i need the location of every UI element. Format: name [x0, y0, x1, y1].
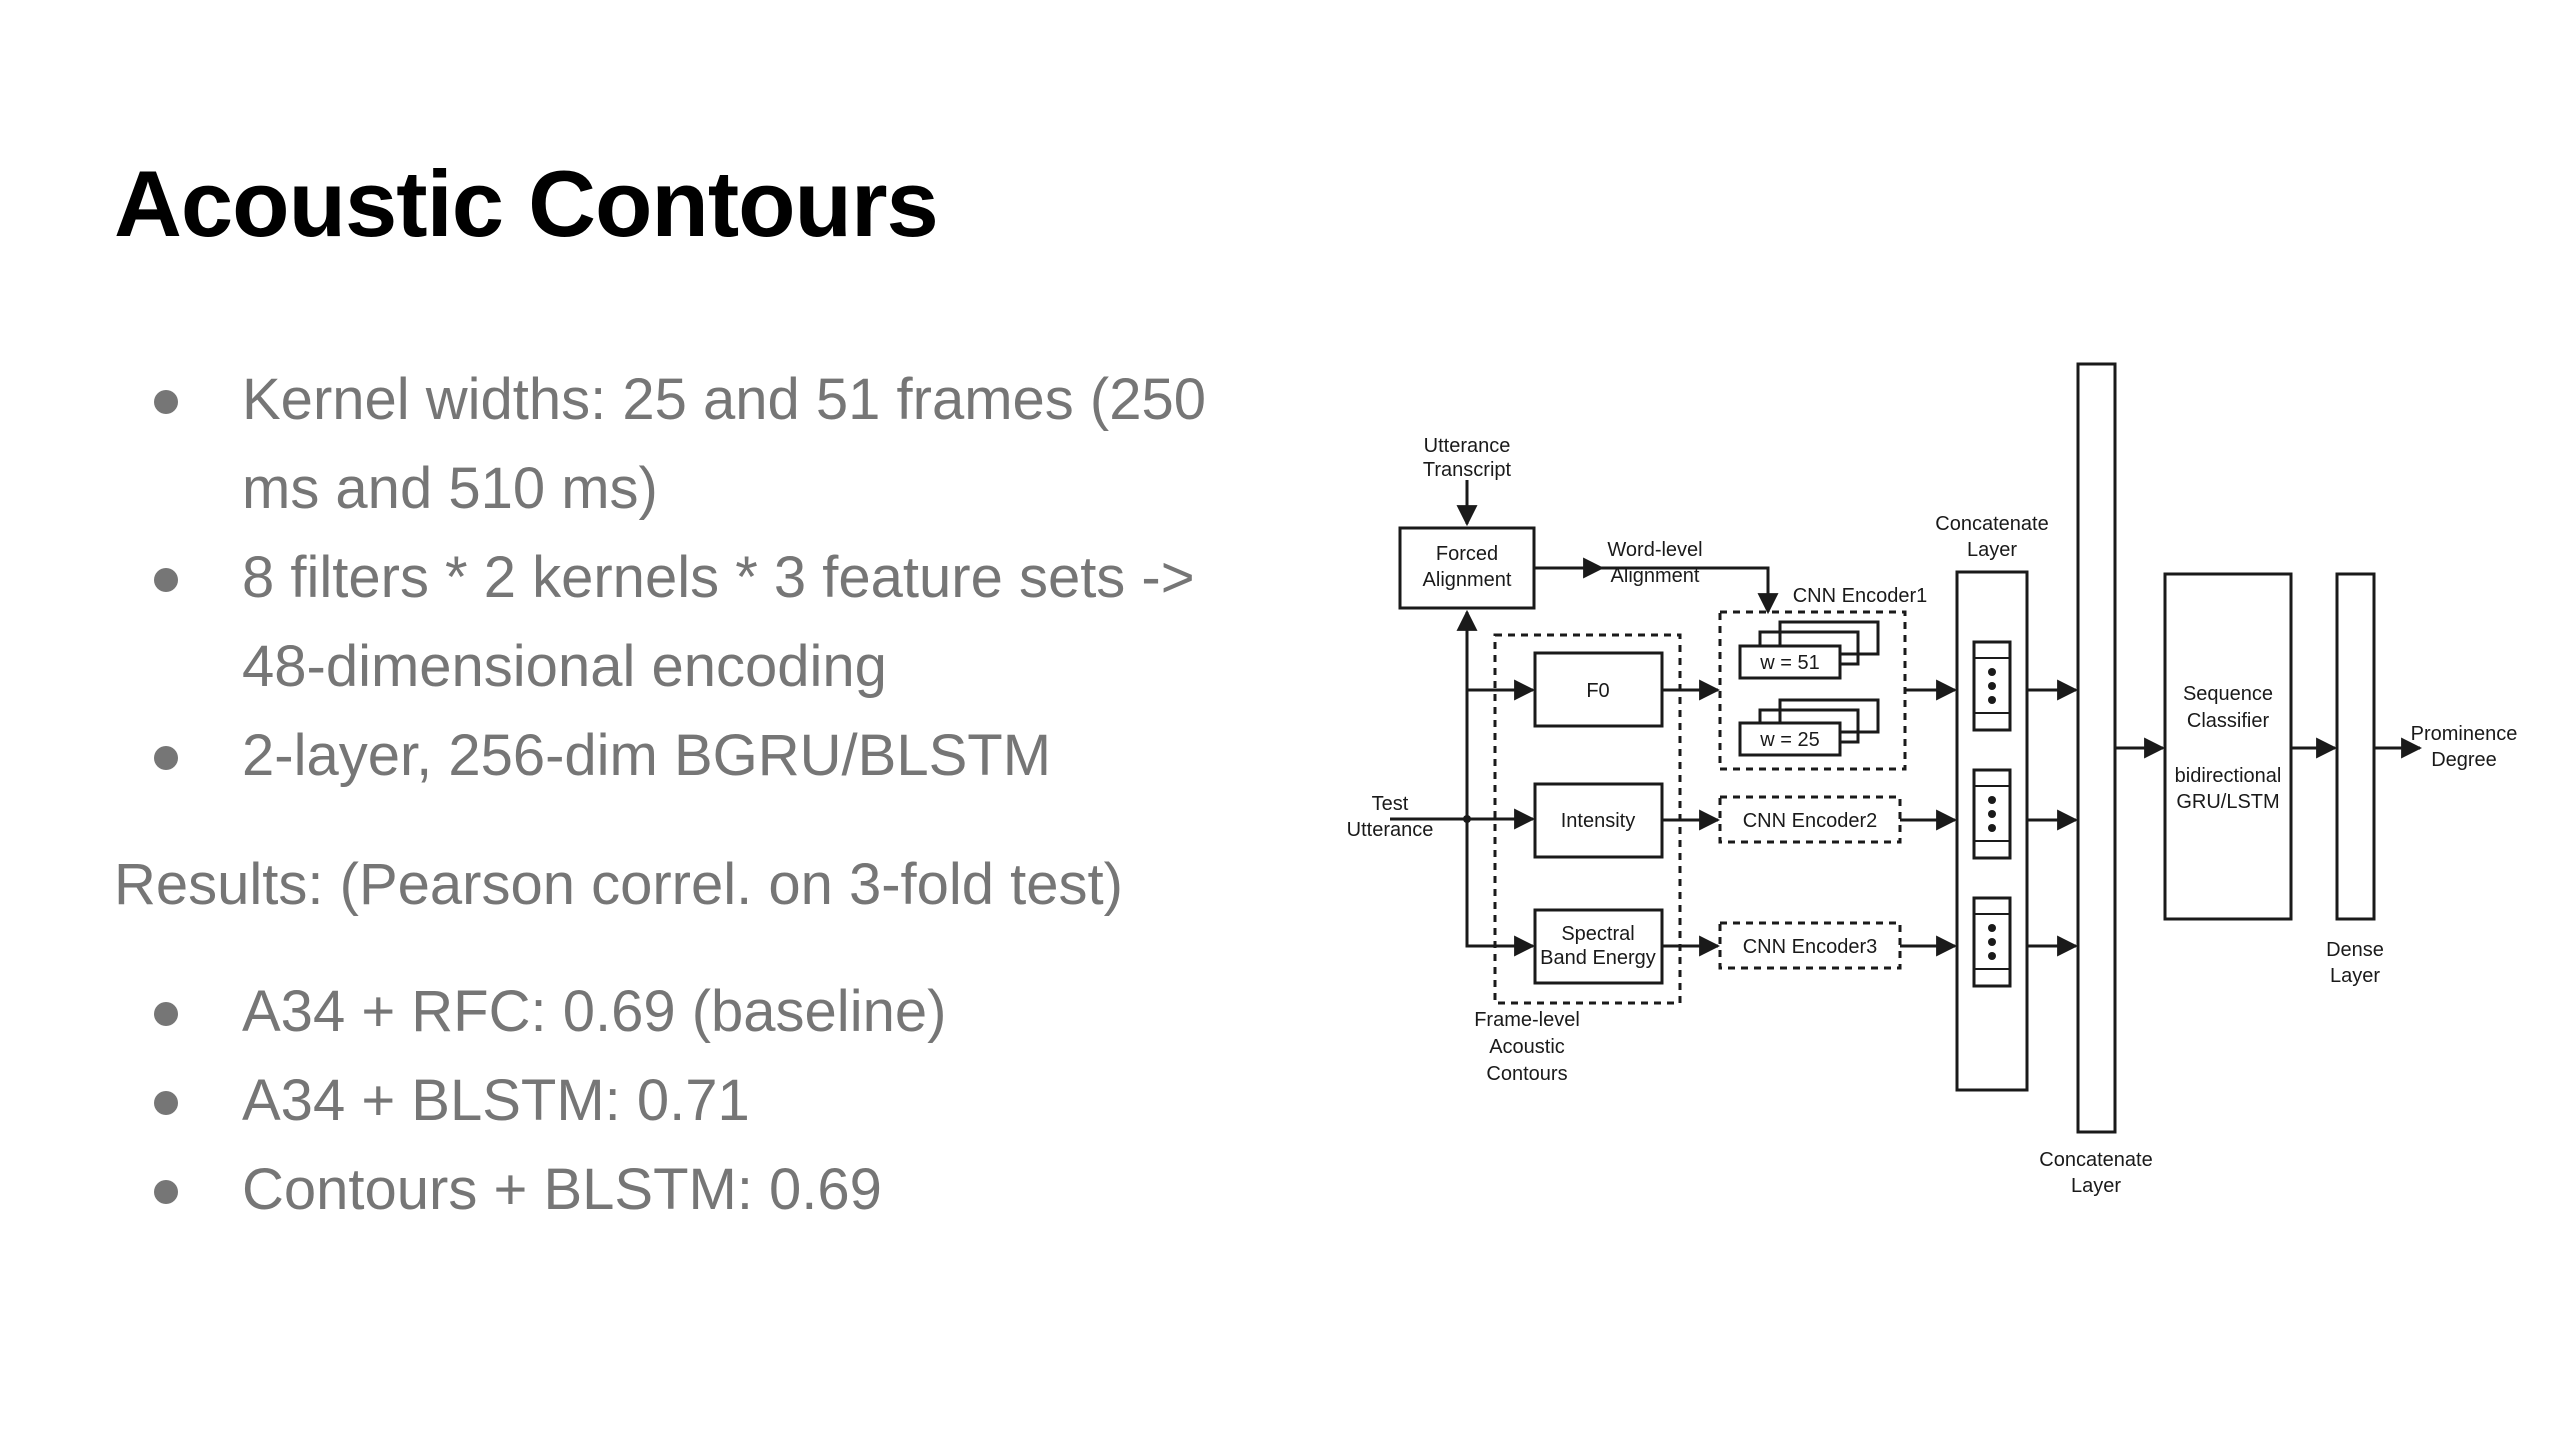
- cnn-encoder3-box: [1718, 921, 1902, 970]
- frame-level-label-2: Acoustic: [1489, 1036, 1565, 1058]
- kernel-51-box: [1738, 644, 1842, 680]
- concat-slot-3: [1972, 896, 2012, 988]
- forced-alignment-label-2: Alignment: [1423, 569, 1512, 591]
- test-utterance-label-1: Test: [1372, 793, 1409, 815]
- bullet-text: Kernel widths: 25 and 51 frames (250 ms …: [242, 367, 1206, 521]
- bullet-dot: [154, 390, 178, 414]
- bidirectional-label-2: GRU/LSTM: [2176, 791, 2279, 813]
- cnn-encoder3-label: CNN Encoder3: [1743, 936, 1878, 958]
- utterance-label-2: Transcript: [1423, 459, 1512, 481]
- concat-slot-1: [1972, 640, 2012, 732]
- slide-title: Acoustic Contours: [114, 151, 939, 256]
- word-level-label-2: Alignment: [1611, 565, 1700, 587]
- concatenate-layer-small: [1955, 570, 2029, 1092]
- sequence-classifier-label-2: Classifier: [2187, 710, 2270, 732]
- prominence-label-1: Prominence: [2411, 723, 2518, 745]
- f0-label: F0: [1586, 680, 1609, 702]
- cnn-encoder1-label: CNN Encoder1: [1793, 585, 1928, 607]
- bullet-item: Kernel widths: 25 and 51 frames (250 ms …: [140, 355, 1280, 533]
- kernel-25-box: [1738, 721, 1842, 757]
- model-architecture-diagram: Utterance Transcript Forced Alignment Wo…: [1347, 362, 2518, 1197]
- intensity-label: Intensity: [1561, 810, 1635, 832]
- result-item: A34 + BLSTM: 0.71: [140, 1056, 1280, 1145]
- dense-layer-box: [2335, 572, 2376, 921]
- utterance-label-1: Utterance: [1424, 435, 1511, 457]
- result-item: Contours + BLSTM: 0.69: [140, 1145, 1280, 1234]
- dense-layer-label-2: Layer: [2330, 965, 2380, 987]
- forced-alignment-box: [1398, 526, 1536, 610]
- feature-bullets: Kernel widths: 25 and 51 frames (250 ms …: [140, 355, 1280, 800]
- dense-layer-label-1: Dense: [2326, 939, 2384, 961]
- bidirectional-label-1: bidirectional: [2175, 765, 2282, 787]
- bullet-item: 2-layer, 256-dim BGRU/BLSTM: [140, 711, 1280, 800]
- bullet-dot: [154, 1091, 178, 1115]
- forced-alignment-label-1: Forced: [1436, 543, 1498, 565]
- concat-slot-2: [1972, 768, 2012, 860]
- bullet-text: 2-layer, 256-dim BGRU/BLSTM: [242, 723, 1052, 788]
- results-bullets: A34 + RFC: 0.69 (baseline) A34 + BLSTM: …: [140, 967, 1280, 1234]
- concat-top-label-2: Layer: [1967, 539, 2017, 561]
- bullet-item: 8 filters * 2 kernels * 3 feature sets -…: [140, 533, 1280, 711]
- result-text: A34 + BLSTM: 0.71: [242, 1068, 750, 1133]
- result-item: A34 + RFC: 0.69 (baseline): [140, 967, 1280, 1056]
- spectral-label-1: Spectral: [1561, 923, 1634, 945]
- bullet-dot: [154, 1002, 178, 1026]
- kernel-25-label: w = 25: [1759, 729, 1819, 751]
- results-heading: Results: (Pearson correl. on 3-fold test…: [114, 852, 1123, 917]
- spectral-label-2: Band Energy: [1540, 947, 1656, 969]
- result-text: A34 + RFC: 0.69 (baseline): [242, 979, 947, 1044]
- cnn-encoder2-label: CNN Encoder2: [1743, 810, 1878, 832]
- cnn-encoder2-box: [1718, 795, 1902, 844]
- kernel-51-label: w = 51: [1759, 652, 1819, 674]
- sequence-classifier-box: [2163, 572, 2293, 921]
- frame-level-label-1: Frame-level: [1474, 1009, 1580, 1031]
- concat-top-label-1: Concatenate: [1935, 513, 2048, 535]
- bullet-dot: [154, 1180, 178, 1204]
- concatenate-layer-large: [2076, 362, 2117, 1134]
- bullet-dot: [154, 568, 178, 592]
- word-level-label-1: Word-level: [1607, 539, 1702, 561]
- bullet-dot: [154, 746, 178, 770]
- bullet-text: 8 filters * 2 kernels * 3 feature sets -…: [242, 545, 1195, 699]
- result-text: Contours + BLSTM: 0.69: [242, 1157, 882, 1222]
- concat-bottom-label-1: Concatenate: [2039, 1149, 2152, 1171]
- prominence-label-2: Degree: [2431, 749, 2497, 771]
- frame-level-label-3: Contours: [1486, 1063, 1567, 1085]
- test-utterance-label-2: Utterance: [1347, 819, 1434, 841]
- concat-bottom-label-2: Layer: [2071, 1175, 2121, 1197]
- sequence-classifier-label-1: Sequence: [2183, 683, 2273, 705]
